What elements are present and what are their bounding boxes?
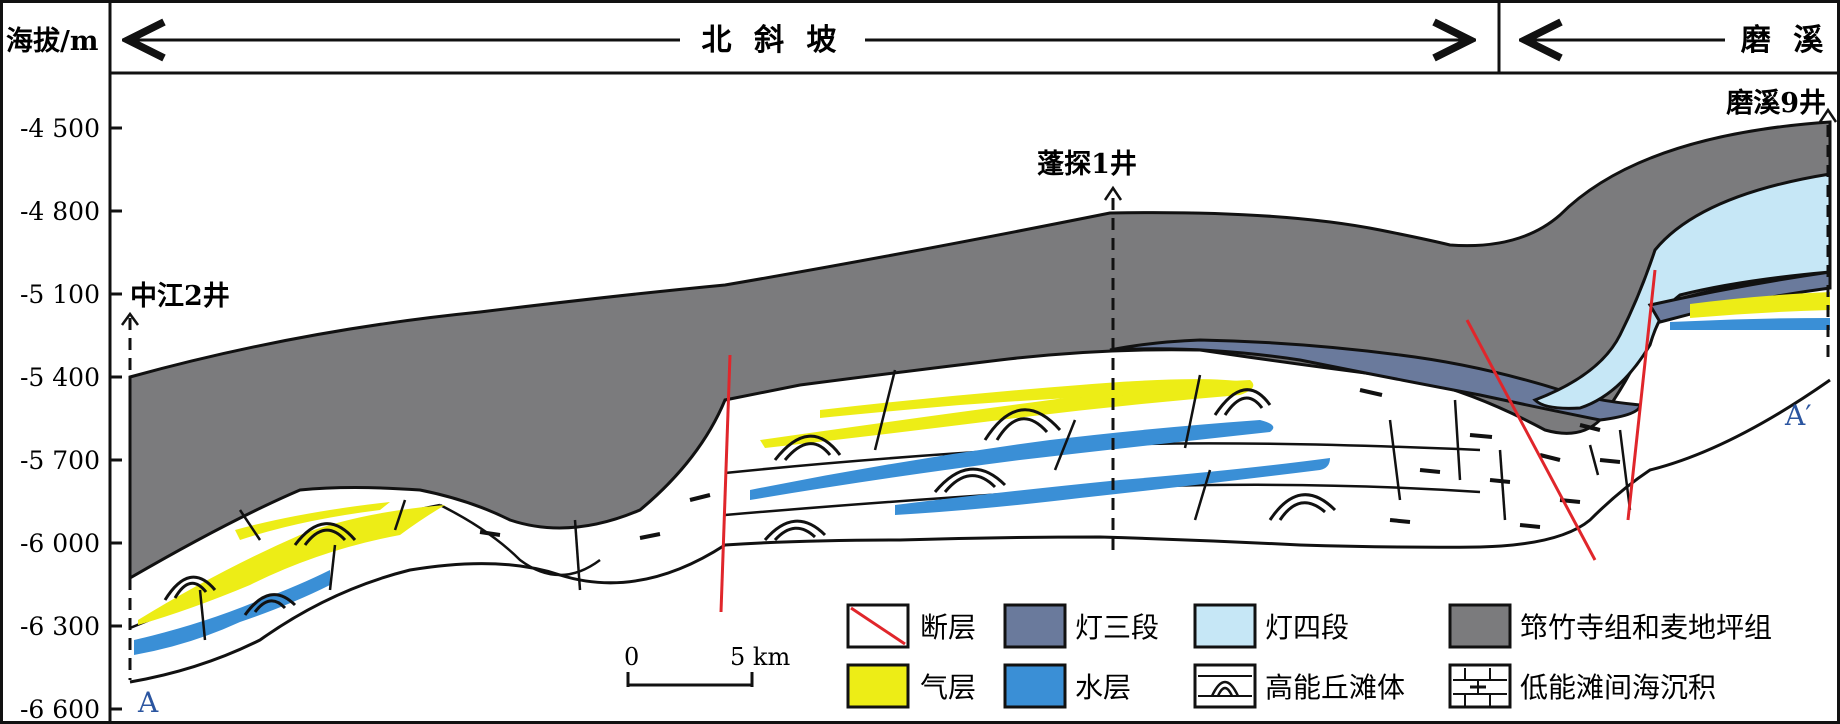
legend-item-water: 水层 [1003, 663, 1131, 709]
y-tick-label: -4 500 [20, 114, 100, 143]
y-tick: -4 500 [20, 114, 122, 143]
y-tick-label: -6 300 [20, 612, 100, 641]
legend-item-deng4: 灯四段 [1193, 603, 1349, 649]
well-label-pengtan1: 蓬探1井 [1037, 149, 1137, 180]
y-tick-label: -6 600 [20, 695, 100, 724]
gas-layer [760, 380, 1254, 448]
gas-layer [820, 379, 1245, 418]
low-energy-fractures [198, 369, 1632, 641]
well-moxi9: 磨溪9井 [1726, 88, 1838, 360]
legend-label: 筇竹寺组和麦地坪组 [1520, 611, 1772, 644]
region-left-label: 北 斜 坡 [702, 23, 843, 58]
qiongzhusi-layer [128, 120, 1832, 581]
legend-label: 气层 [920, 671, 976, 704]
water-layer [1670, 318, 1830, 330]
legend-item-gas: 气层 [846, 663, 976, 709]
well-pengtan1: 蓬探1井 [1037, 149, 1137, 555]
y-tick: -6 300 [20, 612, 122, 641]
y-tick-label: -5 100 [20, 280, 100, 309]
y-tick: -5 700 [20, 446, 122, 475]
scale-length: 5 km [730, 643, 790, 671]
legend-label: 高能丘滩体 [1265, 671, 1405, 704]
gas-layer [235, 502, 390, 540]
legend-label: 低能滩间海沉积 [1520, 671, 1716, 704]
faults [719, 269, 1657, 613]
carbonate-base-line [129, 378, 1831, 684]
y-tick-label: -4 800 [20, 197, 100, 226]
high-energy-mounds [163, 388, 1337, 616]
legend-label: 水层 [1075, 671, 1131, 704]
scale-zero: 0 [624, 643, 639, 671]
legend-label: 灯四段 [1265, 611, 1349, 644]
y-tick: -5 400 [20, 363, 122, 392]
legend-item-high-energy: 高能丘滩体 [1193, 663, 1405, 709]
legend-label: 断层 [920, 611, 976, 644]
legend-label: 灯三段 [1075, 611, 1159, 644]
legend-item-deng3: 灯三段 [1003, 603, 1159, 649]
y-tick: -6 600 [20, 695, 122, 724]
bedding-line [439, 503, 601, 577]
deng4-wedge [1532, 172, 1832, 410]
y-tick-label: -5 400 [20, 363, 100, 392]
y-tick-label: -6 000 [20, 529, 100, 558]
gas-layer [1690, 292, 1830, 318]
strata [128, 120, 1832, 684]
well-zhongjiang2: 中江2井 [120, 281, 230, 680]
low-energy-dashes [479, 388, 1621, 540]
section-start-label: A [137, 686, 159, 719]
y-tick-label: -5 700 [20, 446, 100, 475]
y-tick: -4 800 [20, 197, 122, 226]
section-end-label: A′ [1784, 399, 1812, 432]
y-tick: -5 100 [20, 280, 122, 309]
region-right-label: 磨 溪 [1741, 23, 1829, 58]
water-layer [134, 570, 330, 655]
legend: 断层 灯三段 灯四段 筇竹寺组和麦地坪组 气层 水层 高能 [846, 603, 1772, 709]
legend-item-low-energy: 低能滩间海沉积 [1448, 663, 1716, 709]
well-label-zhongjiang2: 中江2井 [130, 281, 230, 312]
y-tick: -6 000 [20, 529, 122, 558]
gas-layer [138, 505, 445, 625]
scale-bar: 0 5 km [624, 643, 790, 687]
y-axis-label: 海拔/m [6, 26, 98, 57]
well-label-moxi9: 磨溪9井 [1726, 88, 1826, 119]
legend-item-fault: 断层 [846, 603, 976, 649]
legend-item-qiongzhusi: 筇竹寺组和麦地坪组 [1448, 603, 1772, 649]
y-axis-ticks: -4 500 -4 800 -5 100 -5 400 -5 700 -6 00… [20, 114, 122, 724]
water-layer [750, 420, 1274, 500]
